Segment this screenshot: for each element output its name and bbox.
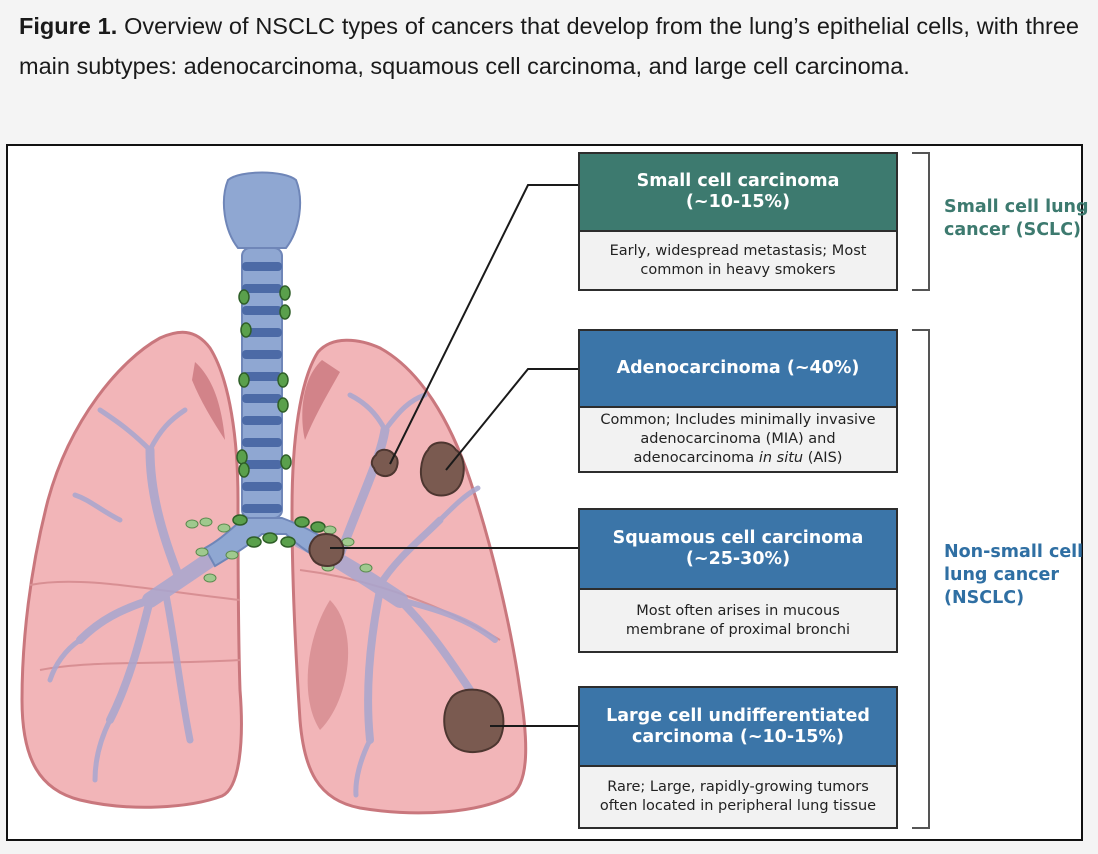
tumor-small-cell [370, 448, 399, 477]
tumor-squamous [308, 533, 345, 567]
leader-lines [330, 184, 580, 727]
small-cell-desc-line1: Early, widespread metastasis; Most [609, 242, 867, 259]
bronchial-tree [47, 392, 498, 798]
tumors [308, 441, 505, 753]
tumor-adenocarcinoma [420, 441, 465, 497]
squamous-title-line2: (~25-30%) [685, 549, 791, 569]
adeno-title: Adenocarcinoma (~40%) [616, 358, 860, 378]
trachea [203, 171, 342, 568]
large-cell-carcinoma-description: Rare; Large, rapidly-growing tumors ofte… [580, 767, 896, 827]
nsclc-group-label: Non-small cell lung cancer (NSCLC) [944, 541, 1083, 610]
squamous-desc-line2: membrane of proximal bronchi [625, 621, 851, 638]
large-cell-carcinoma-header: Large cell undifferentiated carcinoma (~… [580, 688, 896, 767]
nsclc-label-line2: lung cancer [944, 565, 1060, 585]
lymph-nodes [232, 285, 326, 548]
squamous-title-line1: Squamous cell carcinoma [612, 528, 864, 548]
sclc-group-label: Small cell lung cancer (SCLC) [944, 196, 1089, 242]
small-cell-title-line2: (~10-15%) [685, 192, 791, 212]
large-cell-desc-line1: Rare; Large, rapidly-growing tumors [607, 779, 869, 795]
small-cell-carcinoma-header: Small cell carcinoma (~10-15%) [580, 154, 896, 232]
adeno-desc-line3-italic: in situ [758, 450, 804, 466]
adeno-desc-line3: adenocarcinoma in situ (AIS) [634, 449, 843, 468]
caption-text: Overview of NSCLC types of cancers that … [19, 13, 1080, 79]
squamous-cell-carcinoma-description: Most often arises in mucous membrane of … [580, 590, 896, 651]
nsclc-label-line3: (NSCLC) [944, 588, 1025, 608]
squamous-desc-line1: Most often arises in mucous [636, 602, 840, 619]
adeno-desc-line3-pre: adenocarcinoma [633, 450, 759, 466]
large-cell-carcinoma-box: Large cell undifferentiated carcinoma (~… [578, 686, 898, 829]
adeno-desc-line3-post: (AIS) [803, 450, 843, 466]
nsclc-bracket [912, 329, 930, 829]
figure-label: Figure 1. [19, 13, 118, 39]
tracheal-rings [242, 262, 282, 513]
large-cell-title-line1: Large cell undifferentiated [606, 705, 870, 726]
large-cell-title-line2: carcinoma (~10-15%) [632, 726, 844, 747]
squamous-cell-carcinoma-box: Squamous cell carcinoma (~25-30%) Most o… [578, 508, 898, 653]
adenocarcinoma-description: Common; Includes minimally invasive aden… [580, 408, 896, 471]
small-cell-desc-line2: common in heavy smokers [640, 261, 836, 278]
adenocarcinoma-header: Adenocarcinoma (~40%) [580, 331, 896, 408]
squamous-cell-carcinoma-header: Squamous cell carcinoma (~25-30%) [580, 510, 896, 590]
adeno-desc-line1: Common; Includes minimally invasive [600, 412, 876, 428]
tumor-large-cell [443, 688, 505, 753]
small-cell-title-line1: Small cell carcinoma [636, 171, 840, 191]
adeno-desc-line2: adenocarcinoma (MIA) and [640, 431, 836, 447]
sclc-bracket [912, 152, 930, 291]
right-lung [20, 330, 243, 809]
small-cell-carcinoma-box: Small cell carcinoma (~10-15%) Early, wi… [578, 152, 898, 291]
large-cell-desc-line2: often located in peripheral lung tissue [599, 798, 877, 814]
leader-small-cell [389, 184, 580, 465]
leader-adenocarcinoma [445, 368, 580, 471]
sclc-label-line2: cancer (SCLC) [944, 220, 1082, 240]
nsclc-label-line1: Non-small cell [944, 542, 1084, 562]
small-cell-carcinoma-description: Early, widespread metastasis; Most commo… [580, 232, 896, 289]
adenocarcinoma-box: Adenocarcinoma (~40%) Common; Includes m… [578, 329, 898, 473]
sclc-label-line1: Small cell lung [944, 197, 1089, 217]
figure-caption: Figure 1. Overview of NSCLC types of can… [19, 6, 1079, 86]
